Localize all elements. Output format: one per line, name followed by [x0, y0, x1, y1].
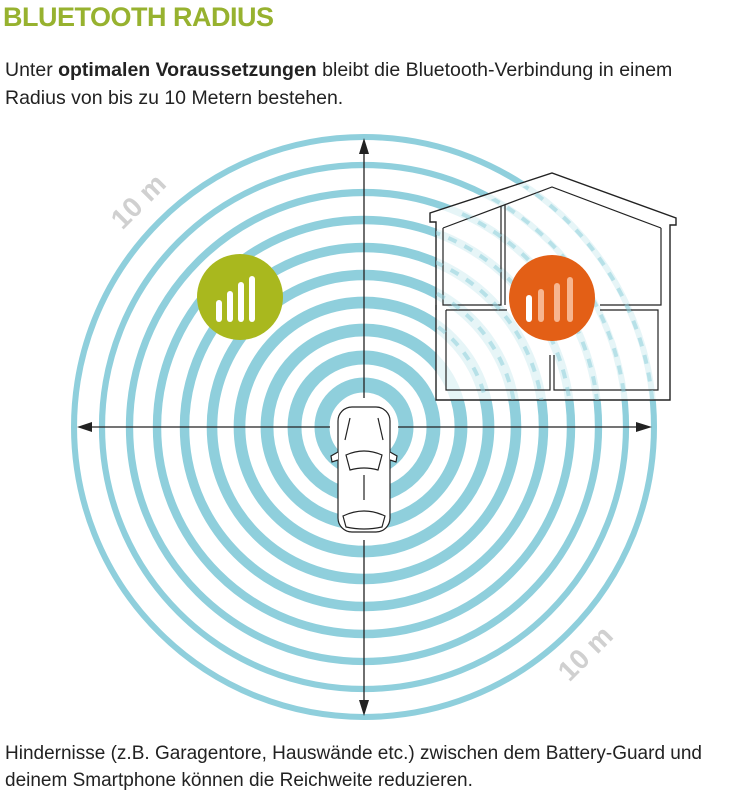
intro-before: Unter — [5, 59, 59, 81]
car-icon — [330, 406, 398, 533]
intro-text: Unter optimalen Voraussetzungen bleibt d… — [5, 56, 729, 112]
footnote-text: Hindernisse (z.B. Garagentore, Hauswände… — [5, 743, 702, 791]
arrow-right-icon — [636, 422, 652, 432]
arrow-down-icon — [359, 700, 369, 716]
radius-label-bottom: 10 m — [552, 620, 619, 687]
range-boundary — [71, 134, 657, 720]
radius-label-top: 10 m — [105, 168, 172, 235]
signal-weak-icon — [526, 277, 573, 322]
intro-after: bleibt die Bluetooth-Verbindung in einem… — [5, 59, 673, 109]
weak-signal-badge — [509, 255, 595, 341]
intro-bold: optimalen Voraussetzungen — [58, 59, 317, 81]
axes — [90, 152, 645, 702]
page-title: BLUETOOTH RADIUS — [3, 2, 274, 32]
good-signal-badge — [197, 254, 283, 340]
arrow-left-icon — [77, 422, 92, 432]
axis-arrows — [77, 138, 652, 716]
signal-ring — [71, 134, 657, 720]
arrow-up-icon — [359, 138, 369, 154]
signal-strong-icon — [216, 276, 255, 322]
